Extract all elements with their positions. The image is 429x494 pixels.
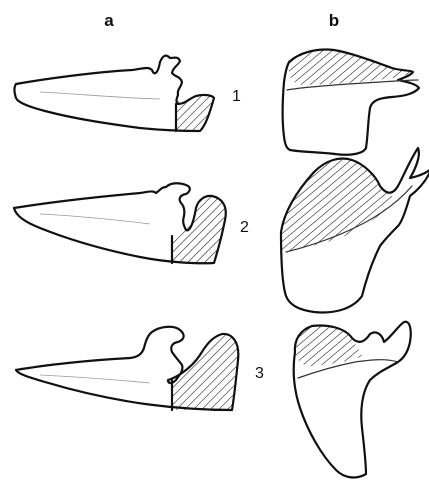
mandible-2-texture [40,214,150,224]
bone-b-1 [283,50,419,155]
mandible-2 [14,183,226,263]
row-label-1: 1 [232,88,241,105]
bone-b-3 [294,322,411,478]
column-label-a: a [104,11,114,30]
bone-b-2 [281,148,429,312]
bone-b-2-hatched-region [281,159,396,253]
mandible-1 [15,56,215,131]
column-label-b: b [329,11,339,30]
mandible-1-texture [40,92,160,99]
row-label-3: 3 [255,365,264,382]
bone-b-3-hatched-region [295,326,362,367]
mandible-3-texture [40,375,150,383]
mandible-3 [16,327,239,410]
row-label-2: 2 [240,219,249,236]
